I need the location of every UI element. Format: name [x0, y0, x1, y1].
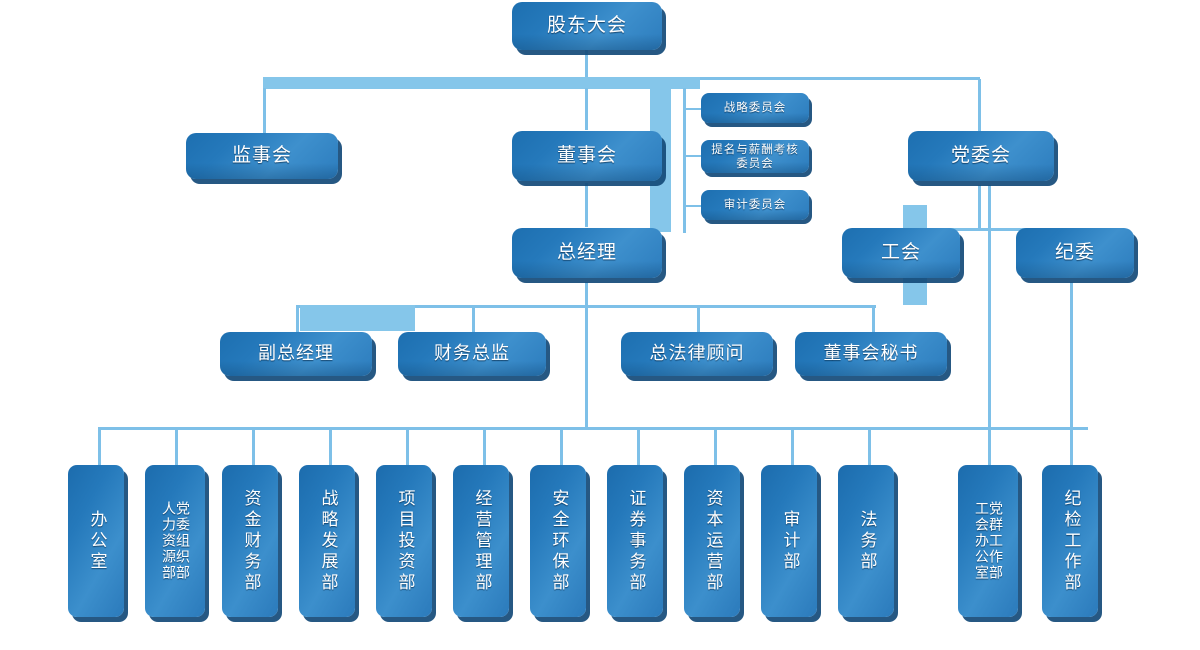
dept-label-line-1: 党群工作部 — [987, 501, 1003, 581]
dept-label: 项目投资部 — [394, 488, 415, 594]
dept-mass-work-and-union-office-department[interactable]: 党群工作部 工会办公室 — [958, 465, 1018, 617]
connector-band-deputy-gm — [300, 305, 415, 331]
connector-drop-dept-5 — [406, 427, 409, 467]
dept-label: 办公室 — [86, 509, 107, 573]
connector-shareholders-down — [585, 50, 588, 78]
connector-drop-dept-11 — [868, 427, 871, 467]
connector-drop-dept-9 — [714, 427, 717, 467]
dept-label: 资金财务部 — [240, 488, 261, 594]
node-label: 董事会 — [556, 144, 617, 167]
dept-discipline-inspection-work-department[interactable]: 纪检工作部 — [1042, 465, 1098, 617]
node-label: 提名与薪酬考核 委员会 — [711, 142, 799, 170]
dept-audit-department[interactable]: 审计部 — [761, 465, 817, 617]
node-label: 股东大会 — [546, 14, 627, 37]
dept-safety-and-environmental-protection-department[interactable]: 安全环保部 — [530, 465, 586, 617]
connector-down-secretary — [872, 305, 875, 333]
node-discipline-commission[interactable]: 纪委 — [1016, 228, 1134, 278]
node-label: 审计委员会 — [723, 197, 787, 212]
node-general-counsel[interactable]: 总法律顾问 — [621, 332, 773, 376]
dept-label: 法务部 — [856, 509, 877, 573]
dept-operations-management-department[interactable]: 经营管理部 — [453, 465, 509, 617]
connector-board-to-gm — [585, 183, 588, 227]
connector-drop-dept-6 — [483, 427, 486, 467]
connector-party-bus — [905, 228, 1083, 231]
connector-top-to-party — [700, 77, 980, 80]
node-deputy-general-manager[interactable]: 副总经理 — [220, 332, 372, 376]
node-party-committee[interactable]: 党委会 — [908, 131, 1054, 181]
connector-drop-dept-8 — [637, 427, 640, 467]
node-shareholders-meeting[interactable]: 股东大会 — [512, 2, 662, 50]
node-audit-committee[interactable]: 审计委员会 — [701, 190, 809, 220]
node-cfo[interactable]: 财务总监 — [398, 332, 546, 376]
node-label: 财务总监 — [434, 342, 510, 364]
dept-strategy-development-department[interactable]: 战略发展部 — [299, 465, 355, 617]
dept-label: 纪检工作部 — [1060, 488, 1081, 594]
dept-label: 战略发展部 — [317, 488, 338, 594]
dept-label: 经营管理部 — [471, 488, 492, 594]
dept-label-line-2: 工会办公室 — [973, 501, 989, 581]
dept-label-line-2: 人力资源部 — [160, 501, 176, 581]
node-board-of-directors[interactable]: 董事会 — [512, 131, 662, 181]
node-general-manager[interactable]: 总经理 — [512, 228, 662, 278]
connector-gm-down — [585, 282, 588, 427]
dept-legal-affairs-department[interactable]: 法务部 — [838, 465, 894, 617]
connector-down-supervisors — [263, 88, 266, 135]
connector-party-to-mass-work — [988, 185, 991, 467]
node-board-secretary[interactable]: 董事会秘书 — [795, 332, 947, 376]
dept-capital-operation-department[interactable]: 资本运营部 — [684, 465, 740, 617]
connector-exec-bus — [296, 305, 876, 308]
node-labor-union[interactable]: 工会 — [842, 228, 960, 278]
dept-project-investment-department[interactable]: 项目投资部 — [376, 465, 432, 617]
node-label: 战略委员会 — [723, 100, 787, 115]
connector-drop-dept-3 — [252, 427, 255, 467]
connector-down-board — [585, 88, 588, 130]
dept-office[interactable]: 办公室 — [68, 465, 124, 617]
dept-label: 审计部 — [779, 509, 800, 573]
dept-label-line-1: 党委组织部 — [174, 501, 190, 581]
connector-discipline-to-dept — [1070, 282, 1073, 467]
node-label: 总法律顾问 — [649, 342, 745, 364]
node-label: 董事会秘书 — [823, 342, 919, 364]
node-label: 监事会 — [231, 144, 292, 167]
connector-drop-dept-4 — [329, 427, 332, 467]
node-label: 副总经理 — [258, 342, 334, 364]
connector-down-party — [978, 79, 981, 134]
node-label: 纪委 — [1054, 241, 1095, 264]
connector-department-bus — [98, 427, 1088, 430]
dept-label: 证券事务部 — [625, 488, 646, 594]
connector-committee-stub-2 — [686, 155, 702, 157]
connector-committee-spine — [683, 88, 686, 233]
connector-drop-dept-7 — [560, 427, 563, 467]
connector-down-counsel — [697, 305, 700, 333]
node-label: 总经理 — [556, 241, 617, 264]
connector-drop-dept-1 — [98, 427, 101, 467]
connector-down-deputy-gm — [296, 305, 299, 333]
connector-down-cfo — [472, 305, 475, 333]
connector-drop-dept-2 — [175, 427, 178, 467]
node-strategy-committee[interactable]: 战略委员会 — [701, 93, 809, 123]
connector-band-level2 — [263, 77, 700, 89]
node-label: 工会 — [880, 241, 921, 264]
dept-securities-affairs-department[interactable]: 证券事务部 — [607, 465, 663, 617]
dept-funds-and-finance-department[interactable]: 资金财务部 — [222, 465, 278, 617]
dept-label: 安全环保部 — [548, 488, 569, 594]
connector-committee-stub-3 — [686, 205, 702, 207]
connector-drop-dept-10 — [791, 427, 794, 467]
dept-label: 资本运营部 — [702, 488, 723, 594]
connector-committee-stub-1 — [686, 108, 702, 110]
node-label: 党委会 — [950, 144, 1011, 167]
connector-party-down — [978, 185, 981, 230]
dept-party-organization-and-hr-department[interactable]: 党委组织部 人力资源部 — [145, 465, 205, 617]
node-nomination-compensation-committee[interactable]: 提名与薪酬考核 委员会 — [701, 140, 809, 173]
node-board-of-supervisors[interactable]: 监事会 — [186, 133, 338, 179]
